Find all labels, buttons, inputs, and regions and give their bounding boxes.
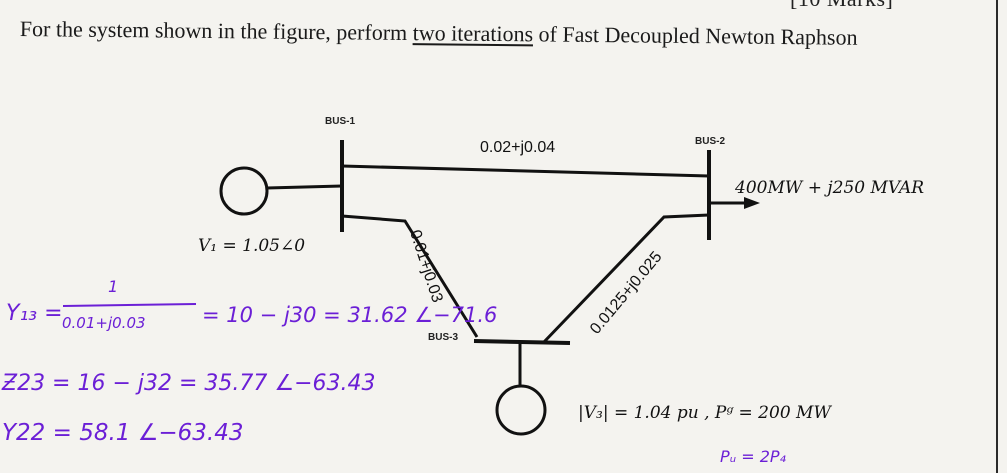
hand-y13-lhs: Y₁₃ = [6, 301, 63, 326]
bus-1-voltage: V₁ = 1.05∠0 [198, 236, 305, 256]
line-2-3 [541, 213, 710, 345]
load-arrow-icon [744, 197, 760, 209]
page-edge-line [996, 0, 998, 473]
bus-3-label: BUS-3 [428, 332, 458, 343]
marks-header: [10 Marks] [790, 0, 893, 12]
generator-3-icon [495, 384, 547, 436]
gen1-connector [266, 184, 343, 190]
bus-2-load: 400MW + j250 MVAR [734, 178, 924, 198]
hand-y22: Y22 = 58.1 ∠−63.43 [2, 420, 243, 446]
bus-3-bar [473, 339, 571, 345]
hand-y13-num: 1 [108, 277, 118, 296]
line-1-2-impedance: 0.02+j0.04 [480, 139, 555, 156]
generator-1-icon [219, 166, 269, 216]
line-1-3 [341, 214, 479, 338]
hand-pu: Pᵤ = 2P₄ [720, 447, 787, 466]
hand-y23: Ƶ23 = 16 − j32 = 35.77 ∠−63.43 [1, 371, 376, 396]
bus-2-label: BUS-2 [695, 136, 725, 147]
hand-y13-rhs: = 10 − j30 = 31.62 ∠−71.6 [202, 303, 497, 327]
bus-3-spec: |V₃| = 1.04 pu , Pᵍ = 200 MW [578, 403, 832, 423]
hand-fraction-bar [62, 303, 197, 307]
hand-y13-den: 0.01+j0.03 [62, 314, 146, 332]
bus-1-label: BUS-1 [325, 116, 355, 127]
line-1-3-impedance: 0.01+j0.03 [406, 228, 445, 305]
line-2-3-impedance: 0.0125+j0.025 [587, 249, 666, 338]
line-1-2 [341, 164, 710, 178]
